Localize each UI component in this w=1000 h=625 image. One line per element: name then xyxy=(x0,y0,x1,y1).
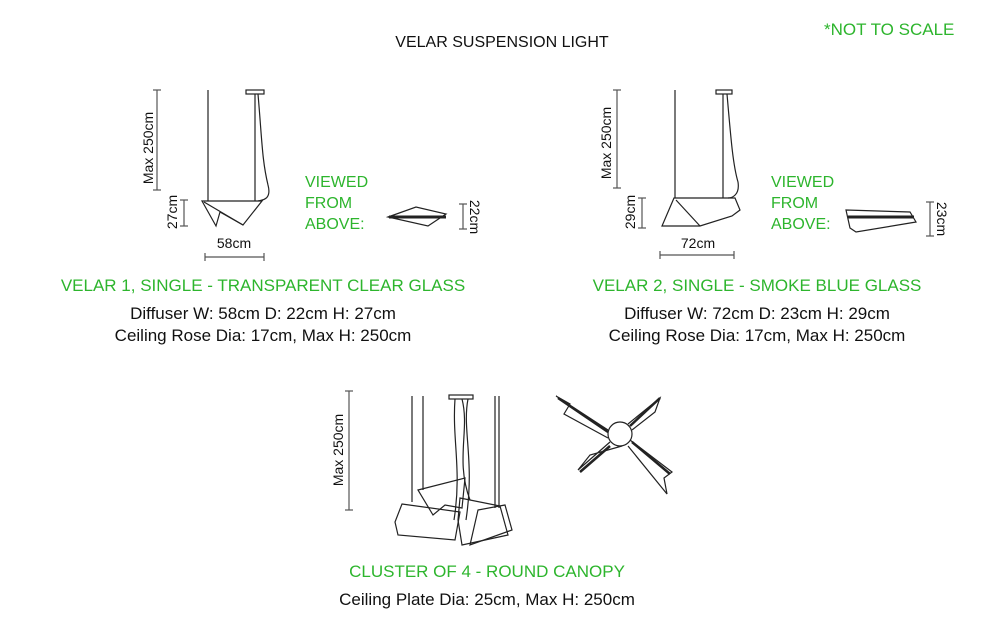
velar-1-height-label: 27cm xyxy=(164,194,180,230)
velar-1-heading: VELAR 1, SINGLE - TRANSPARENT CLEAR GLAS… xyxy=(60,276,466,295)
velar-2-width-label: 72cm xyxy=(680,235,716,251)
from-label: FROM xyxy=(305,195,353,212)
viewed-label: VIEWED xyxy=(305,174,369,191)
page-title: VELAR SUSPENSION LIGHT xyxy=(395,34,609,51)
cluster-top-drawing xyxy=(555,395,673,495)
velar-1-viewed-from-above: VIEWED FROM ABOVE: xyxy=(305,172,368,235)
above-label: ABOVE: xyxy=(305,216,365,233)
velar-1-dimensions: Diffuser W: 58cm D: 22cm H: 27cm xyxy=(130,304,396,323)
velar-1-side-drawing xyxy=(153,89,270,261)
velar-2-depth-label: 23cm xyxy=(934,201,950,237)
velar-1-top-drawing xyxy=(385,203,467,230)
velar-1-max-height-label: Max 250cm xyxy=(140,111,156,185)
velar-2-heading: VELAR 2, SINGLE - SMOKE BLUE GLASS xyxy=(592,276,922,295)
cluster-max-height-label: Max 250cm xyxy=(330,413,346,487)
velar-1-width-label: 58cm xyxy=(216,235,252,251)
velar-2-ceiling-rose: Ceiling Rose Dia: 17cm, Max H: 250cm xyxy=(608,326,906,345)
velar-2-side-drawing xyxy=(613,89,741,259)
velar-2-dimensions: Diffuser W: 72cm D: 23cm H: 29cm xyxy=(624,304,890,323)
cluster-side-drawing xyxy=(345,390,513,546)
viewed-label: VIEWED xyxy=(771,174,835,191)
velar-2-top-drawing xyxy=(845,201,934,237)
not-to-scale-note: *NOT TO SCALE xyxy=(824,20,955,39)
from-label: FROM xyxy=(771,195,819,212)
cluster-heading: CLUSTER OF 4 - ROUND CANOPY xyxy=(349,562,625,581)
above-label: ABOVE: xyxy=(771,216,831,233)
cluster-ceiling-plate: Ceiling Plate Dia: 25cm, Max H: 250cm xyxy=(339,590,635,609)
velar-1-depth-label: 22cm xyxy=(467,199,483,235)
velar-1-ceiling-rose: Ceiling Rose Dia: 17cm, Max H: 250cm xyxy=(114,326,412,345)
velar-2-height-label: 29cm xyxy=(622,194,638,230)
velar-2-viewed-from-above: VIEWED FROM ABOVE: xyxy=(771,172,834,235)
velar-2-max-height-label: Max 250cm xyxy=(598,106,614,180)
